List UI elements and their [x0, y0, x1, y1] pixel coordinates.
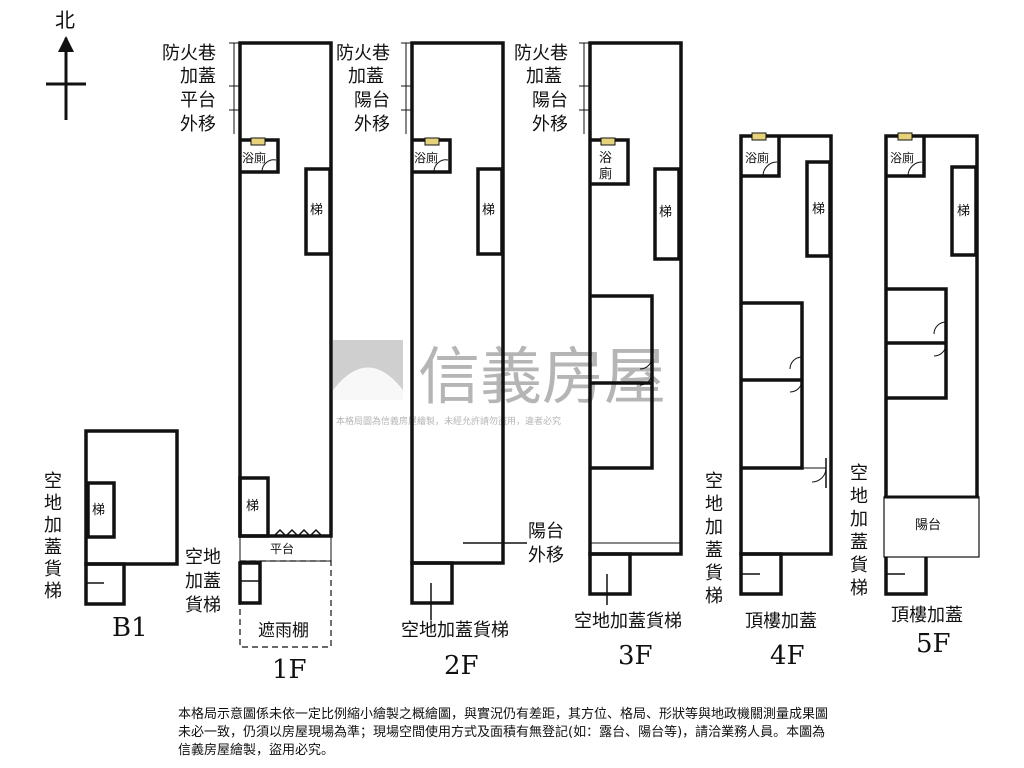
plan-1f	[238, 41, 333, 605]
4f-stair-label: 梯	[812, 202, 825, 217]
4f-bath-label: 浴廁	[745, 150, 769, 165]
5f-extras	[883, 132, 980, 575]
4f-extras	[741, 132, 827, 575]
plan-3f	[588, 41, 683, 596]
svg-text:貨: 貨	[705, 563, 723, 584]
svg-text:貨梯: 貨梯	[185, 595, 221, 616]
3f-top-label: 防火巷 加蓋 陽台 外移	[514, 43, 568, 135]
svg-text:外移: 外移	[180, 114, 216, 135]
5f-stair-label: 梯	[957, 204, 970, 219]
svg-text:加蓋: 加蓋	[348, 66, 384, 87]
svg-text:防火巷: 防火巷	[162, 43, 216, 64]
svg-text:加: 加	[850, 509, 868, 530]
1f-stair2-label: 梯	[246, 499, 259, 514]
2f-top-label: 防火巷 加蓋 陽台 外移	[336, 43, 390, 135]
3f-window-icon	[600, 137, 616, 146]
disclaimer-note: 本格局示意圖係未依一定比例縮小繪製之概繪圖，與實況仍有差距，其方位、格局、形狀等…	[178, 707, 829, 758]
svg-text:防火巷: 防火巷	[514, 43, 568, 64]
svg-text:加蓋: 加蓋	[180, 66, 216, 87]
svg-text:地: 地	[850, 486, 868, 507]
1f-stair-label: 梯	[310, 203, 323, 218]
4f-roof-label: 頂樓加蓋	[745, 611, 817, 632]
svg-text:加: 加	[44, 515, 62, 536]
5f-bath-label: 浴廁	[890, 150, 914, 165]
1f-top-label: 防火巷 加蓋 平台 外移	[162, 43, 216, 135]
svg-text:陽台: 陽台	[528, 521, 564, 542]
3f-vacant-elevator-label: 空地加蓋貨梯	[574, 611, 682, 632]
5f-roof-label: 頂樓加蓋	[891, 605, 963, 626]
1f-left-label: 空地 加蓋 貨梯	[185, 547, 221, 616]
svg-text:外移: 外移	[532, 114, 568, 135]
svg-text:空: 空	[44, 471, 62, 492]
plan-4f	[739, 134, 833, 596]
floor-label-2f: 2F	[444, 651, 479, 681]
2f-vacant-elevator-label: 空地加蓋貨梯	[401, 620, 509, 641]
1f-canopy-label: 遮雨棚	[258, 621, 309, 641]
svg-text:梯: 梯	[44, 581, 62, 602]
svg-text:防火巷: 防火巷	[336, 43, 390, 64]
1f-window-icon	[250, 137, 266, 146]
svg-text:外移: 外移	[528, 545, 564, 566]
svg-text:地: 地	[705, 494, 723, 515]
svg-text:貨: 貨	[850, 555, 868, 576]
floor-label-4f: 4F	[770, 641, 805, 671]
3f-stair-label: 梯	[659, 205, 672, 220]
floor-label-1f: 1F	[272, 655, 307, 685]
svg-text:平台: 平台	[180, 90, 216, 111]
5f-side-label: 空 地 加 蓋 貨 梯	[850, 463, 868, 599]
svg-text:加蓋: 加蓋	[185, 571, 221, 592]
svg-text:地: 地	[44, 493, 62, 514]
3f-extras	[463, 42, 682, 605]
svg-text:空地: 空地	[185, 547, 221, 568]
floor-label-b1: B1	[112, 613, 148, 643]
north-arrow: 北	[46, 8, 86, 120]
plan-2f	[410, 41, 505, 605]
svg-text:加: 加	[705, 517, 723, 538]
svg-text:陽台: 陽台	[532, 90, 568, 111]
plan-b1	[84, 429, 179, 606]
b1-side-label: 空 地 加 蓋 貨 梯	[44, 471, 62, 602]
north-arrow-icon	[58, 36, 74, 52]
5f-balcony-box	[883, 496, 980, 558]
watermark: 信義房屋 本格局圖為信義房屋繪製，未經允許請勿盜用，違者必究	[333, 340, 666, 427]
2f-extras	[401, 42, 449, 620]
b1-stair-label: 梯	[92, 503, 105, 518]
svg-text:陽台: 陽台	[354, 90, 390, 111]
north-label: 北	[55, 8, 75, 32]
2f-bath-label: 浴廁	[414, 150, 438, 165]
watermark-subtext: 本格局圖為信義房屋繪製，未經允許請勿盜用，違者必究	[336, 415, 561, 427]
svg-text:貨: 貨	[44, 559, 62, 580]
svg-text:加蓋: 加蓋	[526, 66, 562, 87]
floor-label-3f: 3F	[618, 641, 653, 671]
1f-extras	[229, 42, 332, 648]
svg-text:梯: 梯	[705, 586, 723, 607]
watermark-brand: 信義房屋	[418, 340, 666, 413]
4f-side-label: 空 地 加 蓋 貨 梯	[705, 471, 723, 607]
5f-window-icon	[897, 132, 913, 141]
3f-bath-label-1: 浴	[599, 151, 612, 166]
1f-platform-label: 平台	[270, 541, 294, 556]
svg-text:外移: 外移	[354, 114, 390, 135]
svg-text:梯: 梯	[850, 578, 868, 599]
3f-balcony-label: 陽台 外移	[528, 521, 564, 566]
2f-stair-label: 梯	[482, 203, 495, 218]
3f-bath-label-2: 廁	[599, 166, 612, 182]
floor-label-5f: 5F	[916, 629, 951, 659]
svg-text:蓋: 蓋	[850, 532, 868, 553]
4f-window-icon	[751, 132, 767, 141]
svg-text:空: 空	[850, 463, 868, 484]
svg-text:空: 空	[705, 471, 723, 492]
2f-window-icon	[424, 137, 440, 146]
svg-text:蓋: 蓋	[44, 537, 62, 558]
svg-text:蓋: 蓋	[705, 540, 723, 561]
5f-balcony-label: 陽台	[915, 518, 941, 533]
1f-bath-label: 浴廁	[242, 150, 266, 165]
